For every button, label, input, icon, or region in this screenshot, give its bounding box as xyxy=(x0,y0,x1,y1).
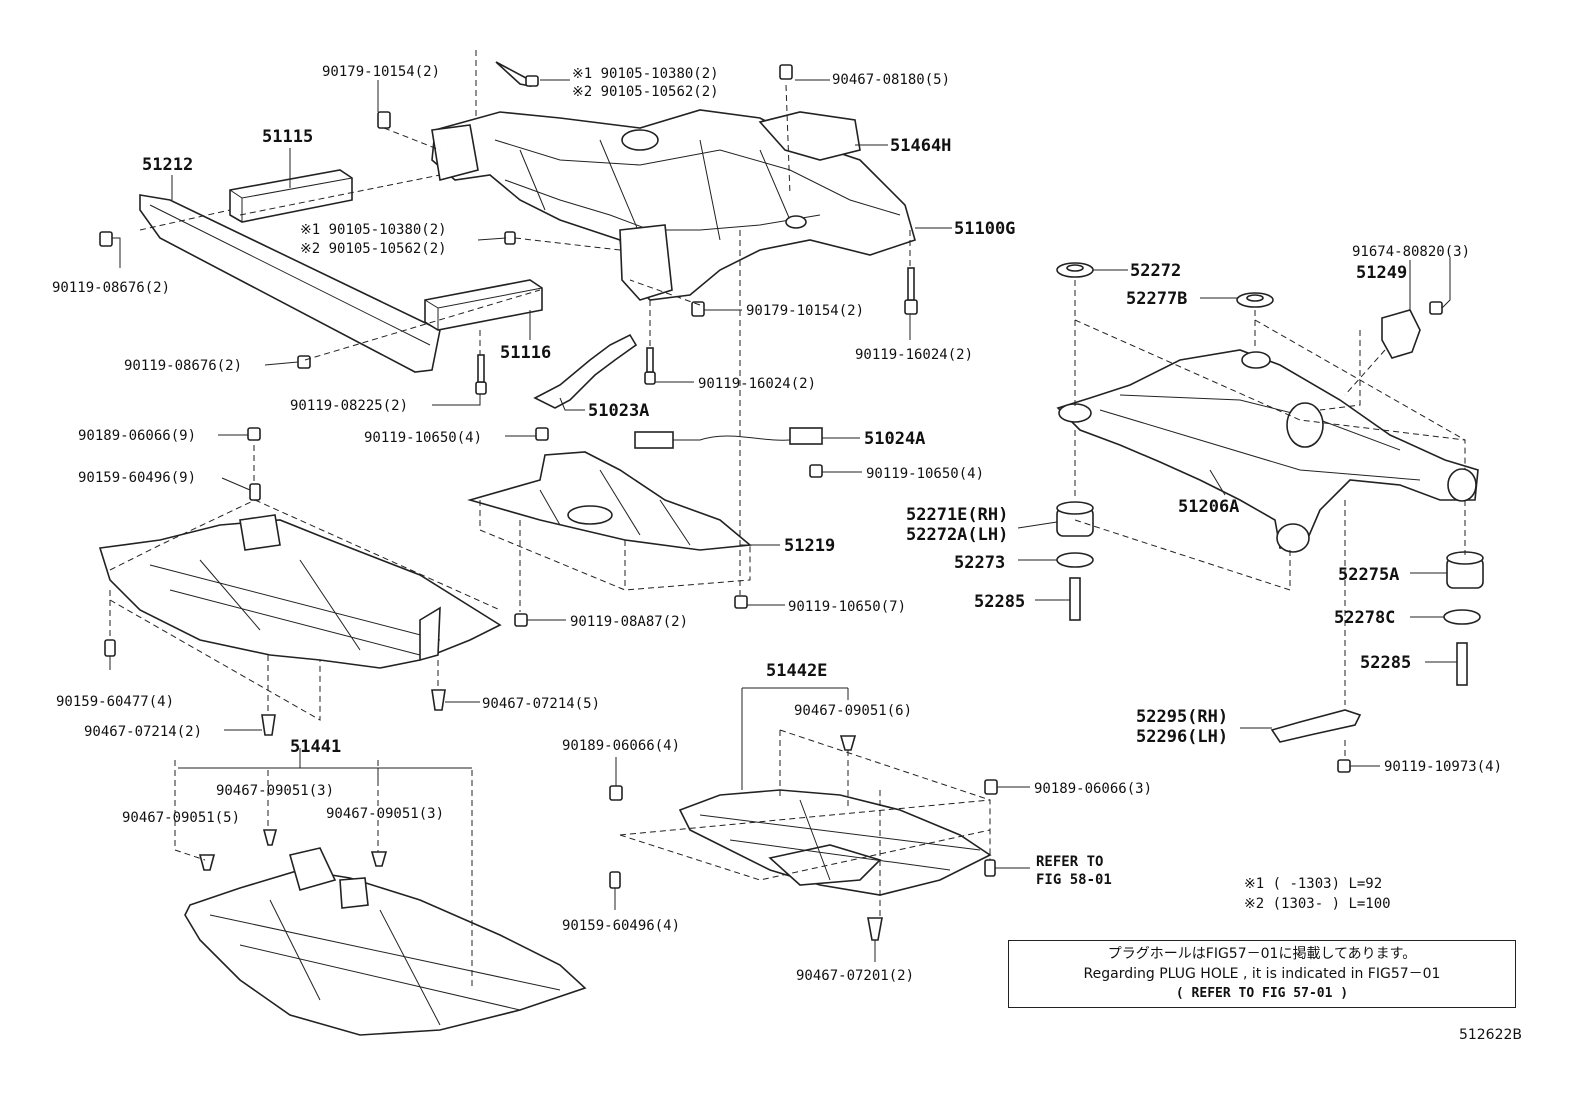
label-90119-10973: 90119-10973(4) xyxy=(1384,759,1502,775)
label-51100g: 51100G xyxy=(954,219,1015,239)
label-51464h: 51464H xyxy=(890,136,951,156)
label-90119-08a87: 90119-08A87(2) xyxy=(570,614,688,630)
label-51116: 51116 xyxy=(500,343,551,363)
label-52278c: 52278C xyxy=(1334,608,1395,628)
label-52285-b: 52285 xyxy=(1360,653,1411,673)
label-90189-06066-c: 90189-06066(3) xyxy=(1034,781,1152,797)
label-90119-10650-a: 90119-10650(4) xyxy=(364,430,482,446)
label-90467-09051-a: 90467-09051(3) xyxy=(216,783,334,799)
assembly-dashed-lines xyxy=(109,50,1466,990)
label-90467-09051-c: 90467-09051(3) xyxy=(326,806,444,822)
label-51115: 51115 xyxy=(262,127,313,147)
label-90119-10650-b: 90119-10650(4) xyxy=(866,466,984,482)
label-90119-08225: 90119-08225(2) xyxy=(290,398,408,414)
label-90467-07201: 90467-07201(2) xyxy=(796,968,914,984)
label-90189-06066-b: 90189-06066(4) xyxy=(562,738,680,754)
label-90105-10562-a: ※2 90105-10562(2) xyxy=(572,84,719,100)
label-52275a: 52275A xyxy=(1338,565,1399,585)
label-52272: 52272 xyxy=(1130,261,1181,281)
label-51442e: 51442E xyxy=(766,661,827,681)
note-line-2: Regarding PLUG HOLE , it is indicated in… xyxy=(1083,966,1441,982)
label-52295: 52295(RH) xyxy=(1136,707,1228,727)
label-90467-09051-b: 90467-09051(5) xyxy=(122,810,240,826)
label-52296: 52296(LH) xyxy=(1136,727,1228,747)
part-labels: 90179-10154(2) ※1 90105-10380(2) ※2 9010… xyxy=(52,64,1502,984)
label-90119-16024-b: 90119-16024(2) xyxy=(698,376,816,392)
footnote-2: ※2 (1303- ) L=100 xyxy=(1244,896,1391,912)
stopper-52295 xyxy=(1270,709,1362,743)
under-cover-51442e xyxy=(678,789,992,896)
label-refer-to: REFER TO xyxy=(1036,854,1103,870)
label-52272a: 52272A(LH) xyxy=(906,525,1008,545)
label-90467-08180: 90467-08180(5) xyxy=(832,72,950,88)
footnote-1: ※1 ( -1303) L=92 xyxy=(1244,876,1382,892)
label-90105-10380-a: ※1 90105-10380(2) xyxy=(572,66,719,82)
label-51023a: 51023A xyxy=(588,401,649,421)
label-90119-10650-c: 90119-10650(7) xyxy=(788,599,906,615)
label-90119-16024-a: 90119-16024(2) xyxy=(855,347,973,363)
note-line-3: ( REFER TO FIG 57-01 ) xyxy=(1175,986,1349,1001)
label-91674-80820: 91674-80820(3) xyxy=(1352,244,1470,260)
label-90189-06066-a: 90189-06066(9) xyxy=(78,428,196,444)
harness-51024a xyxy=(634,427,823,449)
bracket-51115 xyxy=(229,169,353,223)
label-90179-10154-a: 90179-10154(2) xyxy=(322,64,440,80)
label-52277b: 52277B xyxy=(1126,289,1187,309)
label-90119-08676-a: 90119-08676(2) xyxy=(52,280,170,296)
bracket-51023a xyxy=(533,333,638,409)
under-cover-51441 xyxy=(184,847,587,1036)
rear-member-51206a xyxy=(1056,349,1479,553)
figure-id: 512622B xyxy=(1458,1027,1522,1043)
label-52285-a: 52285 xyxy=(974,592,1025,612)
label-fig-58-01: FIG 58-01 xyxy=(1036,872,1112,888)
front-bar-51212 xyxy=(139,194,441,373)
label-90105-10380-b: ※1 90105-10380(2) xyxy=(300,222,447,238)
note-line-1: プラグホールはFIG57－01に掲載してあります。 xyxy=(1107,946,1417,962)
under-cover-left xyxy=(98,514,502,669)
label-90467-07214-a: 90467-07214(5) xyxy=(482,696,600,712)
label-51441: 51441 xyxy=(290,737,341,757)
bracket-51249 xyxy=(1381,309,1421,359)
label-51249: 51249 xyxy=(1356,263,1407,283)
cover-51219 xyxy=(467,451,752,551)
label-90159-60477: 90159-60477(4) xyxy=(56,694,174,710)
label-90159-60496-a: 90159-60496(9) xyxy=(78,470,196,486)
label-52271e: 52271E(RH) xyxy=(906,505,1008,525)
label-51206a: 51206A xyxy=(1178,497,1239,517)
label-51024a: 51024A xyxy=(864,429,925,449)
label-90467-07214-b: 90467-07214(2) xyxy=(84,724,202,740)
label-90159-60496-b: 90159-60496(4) xyxy=(562,918,680,934)
label-90467-09051-d: 90467-09051(6) xyxy=(794,703,912,719)
rear-bushings xyxy=(1056,262,1484,686)
bracket-51116 xyxy=(424,279,543,331)
label-51212: 51212 xyxy=(142,155,193,175)
label-90105-10562-b: ※2 90105-10562(2) xyxy=(300,241,447,257)
label-51219: 51219 xyxy=(784,536,835,556)
label-90179-10154-b: 90179-10154(2) xyxy=(746,303,864,319)
leader-lines xyxy=(109,79,1457,962)
plate-51464h xyxy=(758,111,861,161)
label-52273: 52273 xyxy=(954,553,1005,573)
plug-hole-note: プラグホールはFIG57－01に掲載してあります。 Regarding PLUG… xyxy=(1008,940,1516,1008)
label-90119-08676-b: 90119-08676(2) xyxy=(124,358,242,374)
